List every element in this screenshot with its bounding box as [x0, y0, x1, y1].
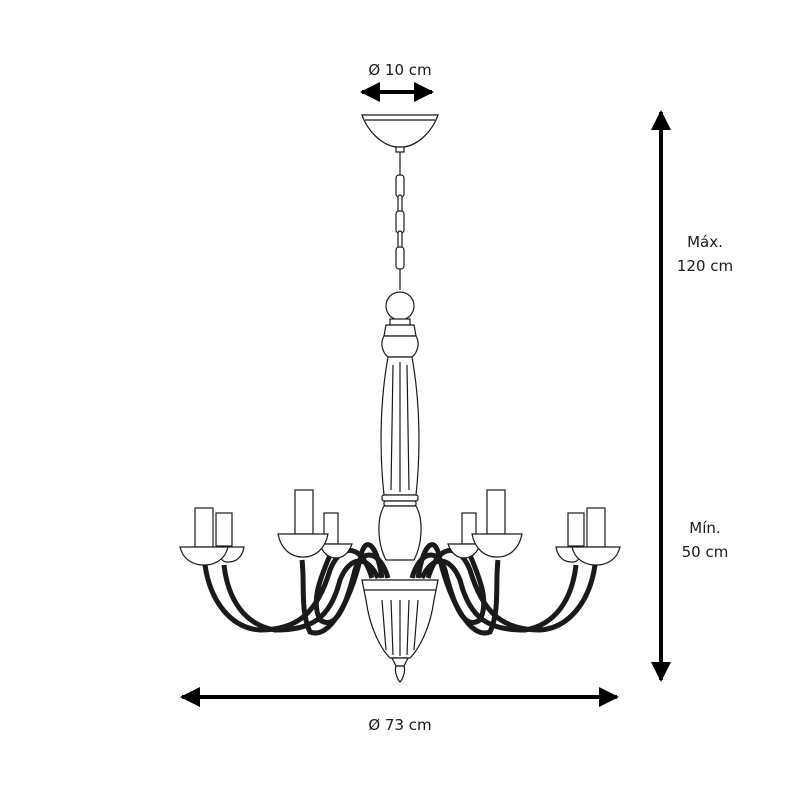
stem-collar	[383, 324, 417, 337]
cup-left-outer	[179, 546, 229, 566]
overall-diameter-label: Ø 73 cm	[368, 716, 432, 734]
cup-right-outer	[571, 546, 621, 566]
min-height-value: 50 cm	[681, 543, 729, 561]
ball-finial	[385, 291, 415, 321]
max-height-label: Máx.	[687, 233, 723, 251]
cup-right-inner	[471, 533, 523, 558]
stem-bulb	[378, 505, 422, 561]
canopy-diameter-label: Ø 10 cm	[368, 61, 432, 79]
candles	[179, 489, 621, 566]
canopy-hook	[395, 146, 405, 153]
chain	[395, 152, 405, 290]
min-height-label: Mín.	[689, 519, 721, 537]
max-height-value: 120 cm	[676, 257, 734, 275]
bottom-finial	[394, 665, 406, 683]
cup-left-inner	[277, 533, 329, 558]
